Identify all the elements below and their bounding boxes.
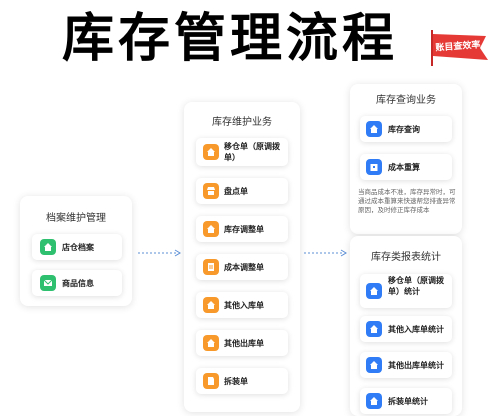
maintenance-card-cost-adjust[interactable]: 成本调整单 (196, 254, 288, 280)
list-icon (203, 259, 219, 275)
maintenance-card-disassembly[interactable]: 拆装单 (196, 368, 288, 394)
maintenance-card-label: 拆装单 (224, 377, 248, 386)
maintenance-card-label: 其他出库单 (224, 339, 264, 348)
report-card-label: 其他入库单统计 (388, 325, 444, 334)
report-card-other-in[interactable]: 其他入库单统计 (360, 316, 452, 342)
store-icon (203, 183, 219, 199)
maintenance-card-label: 盘点单 (224, 187, 248, 196)
page-title: 库存管理流程 (62, 9, 399, 69)
query-card-label: 库存查询 (388, 125, 420, 134)
report-card-transfer[interactable]: 移仓单（原调拨单）统计 (360, 274, 452, 308)
archive-card-store[interactable]: 店仓档案 (32, 234, 122, 260)
query-panel-title: 库存查询业务 (376, 95, 436, 106)
archive-panel: 档案维护管理 店仓档案 商品信息 (20, 196, 132, 306)
home-plus-icon (366, 321, 382, 337)
maintenance-card-other-out[interactable]: 其他出库单 (196, 330, 288, 356)
report-card-label: 拆装单统计 (388, 397, 428, 406)
home-plus-icon (366, 357, 382, 373)
maintenance-panel: 库存维护业务 移仓单（原调拨单） 盘点单 库存调整单 成本调整单 其他入库单 (184, 102, 300, 412)
report-card-label: 其他出库单统计 (388, 361, 444, 370)
query-card-recalc[interactable]: 成本重算 (360, 154, 452, 180)
query-note: 当商品成本不准，库存异常时，可通过成本重算来快速帮您排查异常原因，及时修正库存成… (358, 188, 456, 214)
archive-panel-title: 档案维护管理 (46, 213, 106, 224)
maintenance-card-label: 库存调整单 (224, 225, 264, 234)
home-icon (203, 297, 219, 313)
flag-badge-icon (431, 30, 488, 66)
report-panel: 库存类报表统计 移仓单（原调拨单）统计 其他入库单统计 其他出库单统计 拆装单统… (350, 236, 462, 416)
maintenance-card-stocktake[interactable]: 盘点单 (196, 178, 288, 204)
maintenance-panel-title: 库存维护业务 (212, 117, 272, 128)
home-icon (203, 144, 219, 160)
maintenance-card-label: 移仓单（原调拨单） (224, 142, 280, 162)
report-card-other-out[interactable]: 其他出库单统计 (360, 352, 452, 378)
home-icon (366, 121, 382, 137)
archive-card-label: 商品信息 (62, 279, 94, 288)
maintenance-card-label: 其他入库单 (224, 301, 264, 310)
box-icon (366, 159, 382, 175)
maintenance-card-transfer[interactable]: 移仓单（原调拨单） (196, 138, 288, 166)
archive-card-goods[interactable]: 商品信息 (32, 270, 122, 296)
archive-card-label: 店仓档案 (62, 243, 94, 252)
home-plus-icon (366, 393, 382, 409)
home-icon (203, 221, 219, 237)
report-panel-title: 库存类报表统计 (371, 252, 441, 263)
mail-icon (40, 275, 56, 291)
doc-icon (203, 373, 219, 389)
home-icon (40, 239, 56, 255)
maintenance-card-other-in[interactable]: 其他入库单 (196, 292, 288, 318)
dashed-arrow-icon (138, 249, 181, 257)
maintenance-card-inventory-adjust[interactable]: 库存调整单 (196, 216, 288, 242)
query-card-label: 成本重算 (388, 163, 420, 172)
report-card-disassembly[interactable]: 拆装单统计 (360, 388, 452, 414)
query-panel: 库存查询业务 库存查询 成本重算 当商品成本不准，库存异常时，可通过成本重算来快… (350, 84, 462, 234)
report-card-label: 移仓单（原调拨单）统计 (388, 276, 444, 296)
maintenance-card-label: 成本调整单 (224, 263, 264, 272)
home-icon (203, 335, 219, 351)
query-card-stock[interactable]: 库存查询 (360, 116, 452, 142)
dashed-arrow-icon (304, 249, 347, 257)
home-plus-icon (366, 283, 382, 299)
